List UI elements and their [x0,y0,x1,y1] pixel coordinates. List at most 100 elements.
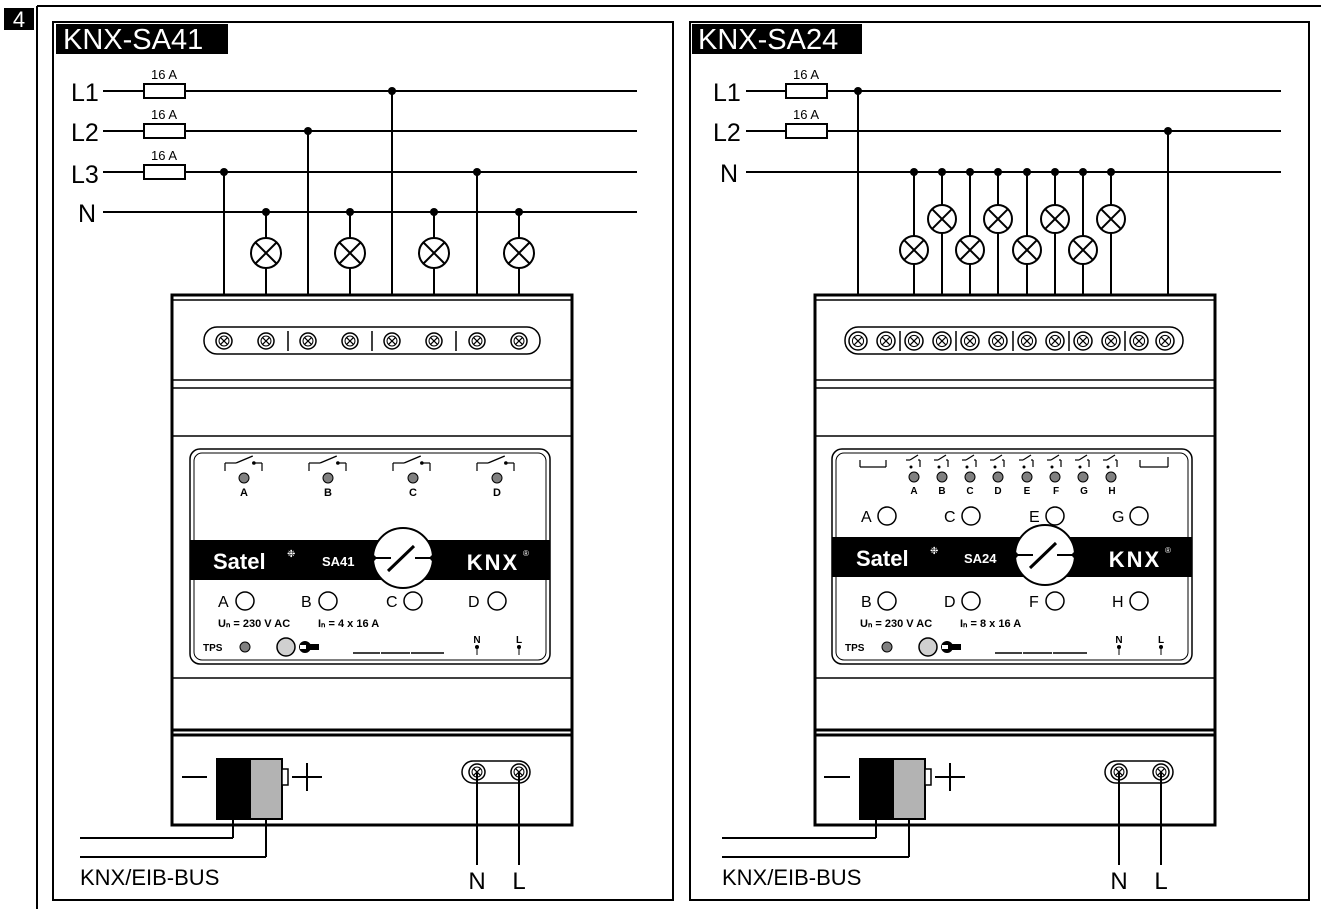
button-e[interactable] [1045,506,1065,526]
screw-slot [219,336,229,346]
screw-slot [909,336,919,346]
contact-dot [993,465,997,469]
lamp-icon [503,237,535,269]
power-terminal-l: L [516,635,522,646]
bus-label: KNX/EIB-BUS [80,865,219,890]
button-d[interactable] [487,591,507,611]
button-label: A [218,594,229,611]
button-a[interactable] [235,591,255,611]
figure-number: 4 [13,7,25,32]
relay-led [491,472,503,484]
screw-slot [1106,336,1116,346]
screw-slot [1134,336,1144,346]
terminal-label-l: L [512,868,525,895]
lamp-cross [987,208,1009,230]
relay-contact-icon [1075,454,1090,469]
relay-led [1077,471,1089,483]
button-label: C [944,509,956,526]
fuse-rating: 16 A [793,67,819,82]
programming-button[interactable] [276,637,296,657]
screw-slot [261,336,271,346]
line-label-l2: L2 [713,119,741,147]
screw-terminal-icon [1129,331,1149,351]
button-g[interactable] [1129,506,1149,526]
contact-dot [504,461,508,465]
contact-dot [1106,465,1110,469]
screw-ring [851,334,865,348]
current-rating: Iₙ = 8 x 16 A [960,618,1021,630]
contact-dot [420,461,424,465]
terminal-label-l: L [1154,868,1167,895]
screw-terminal-icon [215,332,233,350]
relay-led [992,471,1004,483]
contact-blade [1078,454,1088,461]
fuse-l1 [143,83,186,99]
screw-ring [386,335,398,347]
supply-lines: L1 L2 L3 N 16 A 16 A 16 A [71,67,637,228]
lamp-icon [899,235,929,265]
brand-mark-icon: ❉ [930,546,938,557]
mode-dial [1012,524,1078,586]
contact-blade [993,454,1003,461]
knx-reg-icon: ® [1165,546,1171,555]
bus-connector [824,758,965,820]
contact-dot [937,465,941,469]
button-h[interactable] [1129,591,1149,611]
button-a[interactable] [877,506,897,526]
relay-contact-icon [308,455,347,471]
screw-terminal-icon [510,332,528,350]
button-d[interactable] [961,591,981,611]
contact-dot [1078,465,1082,469]
line-label-l2: L2 [71,119,99,147]
button-f[interactable] [1045,591,1065,611]
screw-ring [1132,334,1146,348]
wrench-icon [941,641,961,653]
screw-ring [1158,334,1172,348]
screw-ring [963,334,977,348]
device-body [170,293,574,827]
screw-ring [302,335,314,347]
junction-dot [388,87,396,95]
lamp-cross [959,239,981,261]
screw-terminal-icon [425,332,443,350]
relay-led [1021,471,1033,483]
screw-slot [853,336,863,346]
screw-slot [1022,336,1032,346]
junction-dot [220,168,228,176]
screw-slot [1078,336,1088,346]
relay-led [1049,471,1061,483]
relay-contact-icon [224,455,263,471]
screw-slot [937,336,947,346]
bus-terminal-section [813,733,1217,827]
button-b[interactable] [318,591,338,611]
panel-title: KNX-SA24 [698,24,838,56]
screw-terminal-icon [383,332,401,350]
button-c[interactable] [961,506,981,526]
screw-terminal-icon [299,332,317,350]
lamp-icon [250,237,282,269]
relay-letter: C [409,487,417,499]
button-label: A [861,509,872,526]
line-label-l3: L3 [71,161,99,189]
button-label: E [1029,509,1040,526]
bus-label: KNX/EIB-BUS [722,865,861,890]
relay-contact-icon [1103,454,1118,469]
lamp-icon [1040,204,1070,234]
tps-label: TPS [845,643,865,654]
relay-letters: A B C D E F G H [910,486,1115,497]
lamp-cross [1100,208,1122,230]
programming-button[interactable] [918,637,938,657]
lamp-cross [1072,239,1094,261]
bus-connector [182,758,322,820]
lamp-cross [1044,208,1066,230]
brand-band [832,537,1192,577]
button-b[interactable] [877,591,897,611]
screw-slot [303,336,313,346]
button-c[interactable] [403,591,423,611]
screw-terminal-icon [904,331,924,351]
screw-slot [1160,336,1170,346]
relay-contact-icon [990,454,1005,469]
screw-terminal-icon [468,332,486,350]
lamp-cross [507,241,531,265]
